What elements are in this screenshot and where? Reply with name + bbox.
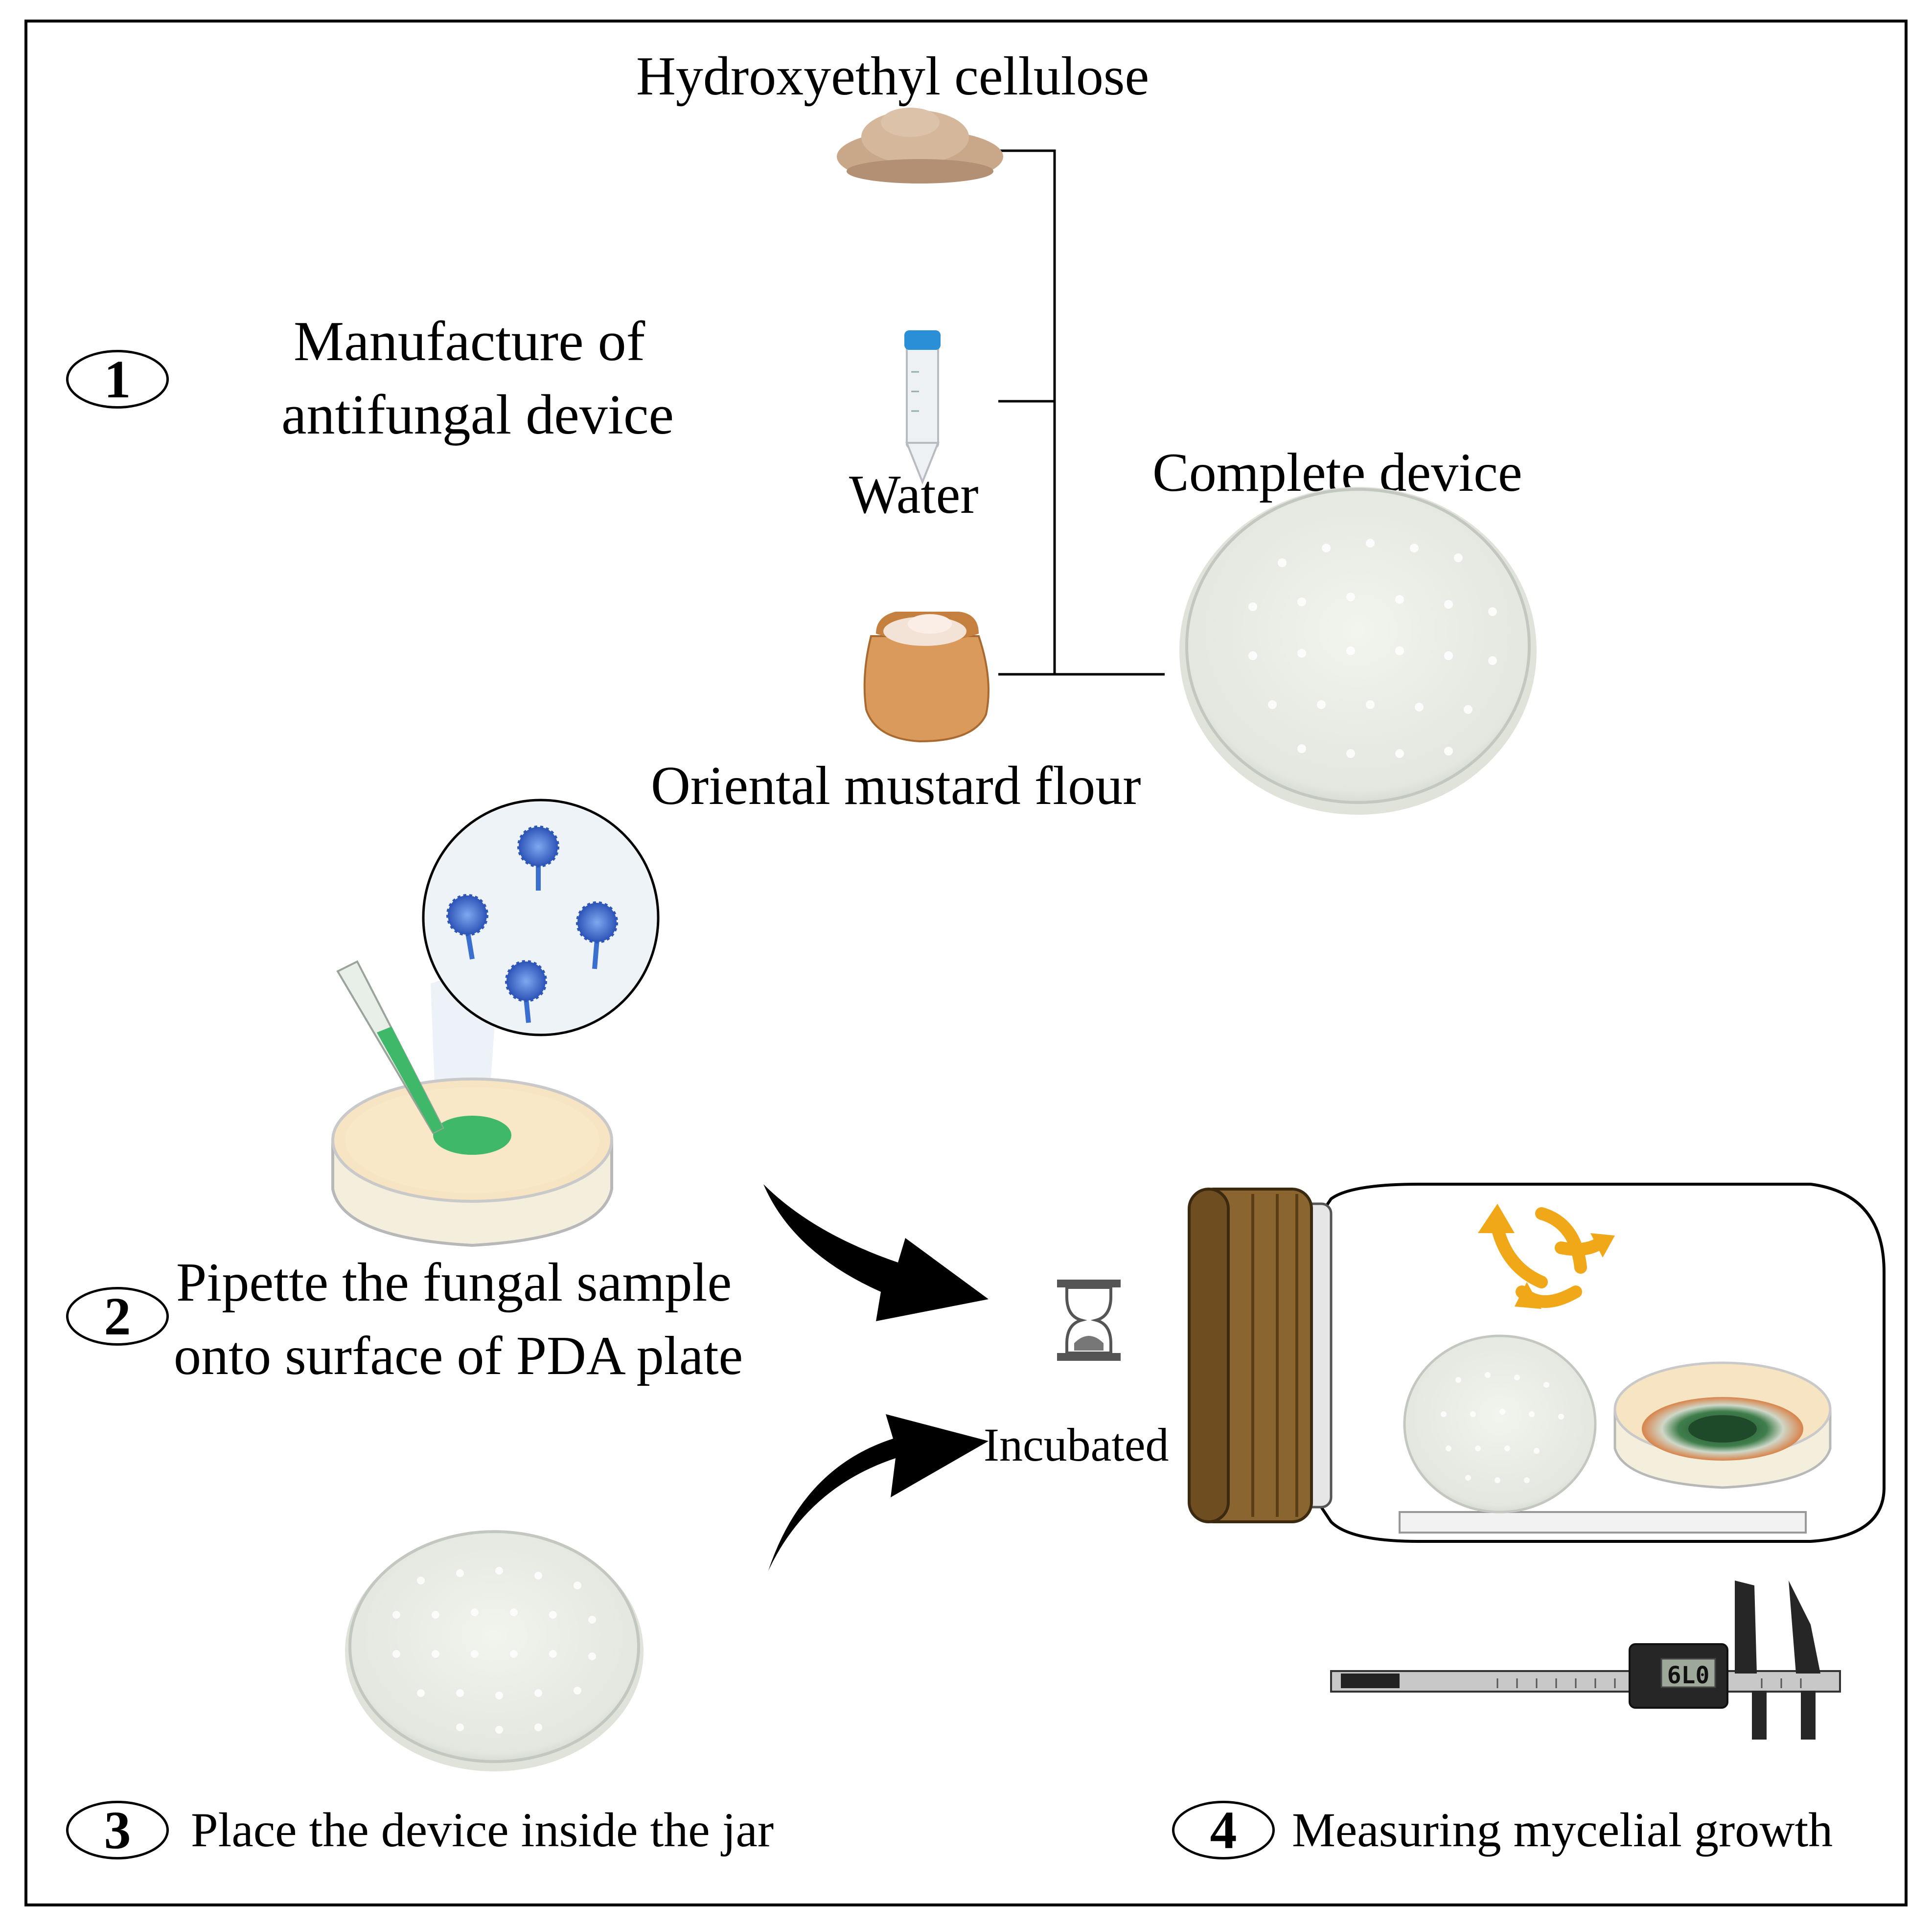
- spore-head-icon: [446, 894, 488, 960]
- figure-frame: [24, 20, 1908, 1906]
- hec-label: Hydroxyethyl cellulose: [636, 46, 1150, 107]
- step-4-badge: 4: [1172, 1800, 1275, 1860]
- circulation-arrowhead-icon: [1478, 1204, 1615, 1309]
- hourglass-icon: [1057, 1280, 1121, 1361]
- centrifuge-tube-icon: [904, 330, 941, 485]
- caliper-display: 6L0: [1667, 1662, 1710, 1689]
- spore-head-icon: [505, 960, 547, 1023]
- flour-label: Oriental mustard flour: [651, 756, 1141, 816]
- step4-label: Measuring mycelial growth: [1292, 1803, 1833, 1857]
- step2-label-line2: onto surface of PDA plate: [174, 1326, 743, 1386]
- caliper-icon: [1330, 1581, 1841, 1740]
- pda-plate-icon: [331, 1078, 613, 1247]
- step1-title-line2: antifungal device: [281, 384, 674, 446]
- flour-sack-icon: [863, 612, 989, 743]
- complete-device-dish-icon: [1179, 487, 1537, 815]
- step3-label: Place the device inside the jar: [191, 1803, 774, 1857]
- powder-pile-icon: [837, 108, 1003, 183]
- step2-label-line1: Pipette the fungal sample: [176, 1252, 732, 1313]
- device-dish-icon: [345, 1530, 644, 1771]
- spore-head-icon: [517, 825, 559, 891]
- arrow-icon: [763, 1184, 989, 1321]
- colony-plate-icon: [1613, 1361, 1832, 1489]
- spore-magnifier-icon: [422, 799, 660, 1111]
- step1-title-line1: Manufacture of: [294, 310, 645, 373]
- pipette-icon: [336, 960, 444, 1134]
- step-3-badge: 3: [66, 1800, 169, 1860]
- spore-head-icon: [576, 901, 618, 969]
- step-2-badge: 2: [66, 1286, 169, 1346]
- jar-device-dish-icon: [1403, 1334, 1597, 1513]
- arrow-icon: [768, 1414, 989, 1571]
- water-label: Water: [849, 464, 979, 525]
- ingredient-connector: [998, 149, 1165, 676]
- step-1-badge: 1: [66, 349, 169, 409]
- incubated-label: Incubated: [984, 1419, 1169, 1471]
